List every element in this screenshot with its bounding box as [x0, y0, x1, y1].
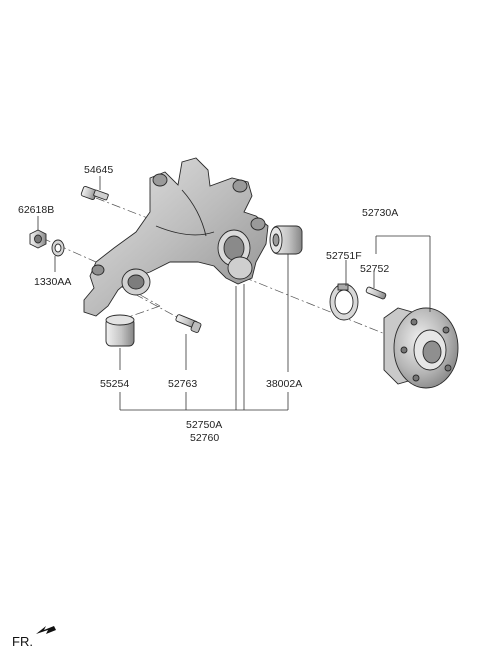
- hub-assembly-part: [383, 307, 459, 389]
- steering-knuckle: [83, 157, 269, 317]
- hub-bolt-part: [365, 286, 387, 300]
- leader-lines: [37, 176, 431, 411]
- part-labels: 54645 62618B 1330AA 52730A 52751F 52752 …: [18, 164, 398, 444]
- label-38002A: 38002A: [266, 378, 302, 390]
- washer-part: [51, 239, 65, 257]
- abs-sensor-ring-part: [329, 283, 359, 321]
- label-1330AA: 1330AA: [34, 276, 71, 288]
- front-arrow-icon: [36, 626, 56, 634]
- front-direction-indicator: FR.: [12, 626, 56, 649]
- front-label: FR.: [12, 634, 33, 649]
- label-55254: 55254: [100, 378, 129, 390]
- label-52751F: 52751F: [326, 250, 362, 262]
- top-bolt-part: [80, 186, 109, 201]
- label-52763: 52763: [168, 378, 197, 390]
- label-52752: 52752: [360, 263, 389, 275]
- label-52750A: 52750A: [186, 419, 222, 431]
- label-52730A: 52730A: [362, 207, 398, 219]
- right-bushing-part: [269, 225, 303, 255]
- lower-bolt-part: [175, 314, 202, 333]
- label-52760: 52760: [190, 432, 219, 444]
- label-54645: 54645: [84, 164, 113, 176]
- nut-part: [29, 229, 47, 249]
- label-62618B: 62618B: [18, 204, 54, 216]
- left-bushing-part: [105, 314, 135, 347]
